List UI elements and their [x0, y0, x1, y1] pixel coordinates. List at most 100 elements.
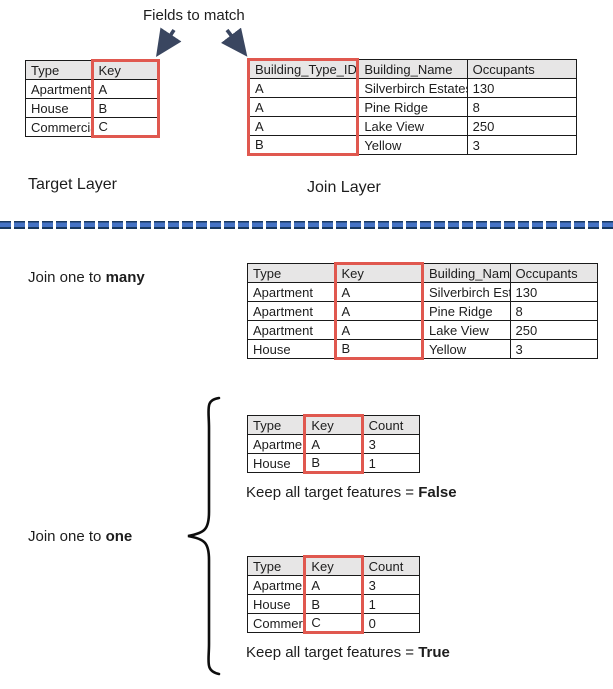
table-cell: A [303, 575, 364, 595]
table-cell: 8 [509, 301, 598, 321]
table-cell: 1 [361, 594, 421, 614]
table-cell: 250 [509, 320, 598, 340]
table-cell: 3 [466, 135, 578, 155]
table-cell: Commercial [246, 613, 306, 633]
column-header: Type [247, 263, 336, 283]
table-cell: A [246, 116, 360, 136]
keep-true-caption-value: True [418, 644, 450, 661]
table-cell: 250 [466, 116, 578, 136]
column-header: Count [361, 415, 421, 435]
table-cell: Silverbirch Estates [422, 282, 511, 302]
target-layer-table: TypeKeyApartmentAHouseBCommercialC [25, 59, 160, 138]
column-header: Occupants [466, 59, 578, 79]
keep-true-caption: Keep all target features = True [246, 644, 450, 661]
keep-true-caption-prefix: Keep all target features = [246, 644, 419, 661]
table-cell: C [90, 117, 160, 138]
column-header: Type [25, 60, 93, 80]
section-divider [0, 221, 613, 229]
table-cell: C [303, 613, 364, 634]
table-cell: House [246, 453, 306, 473]
column-header: Key [303, 555, 364, 576]
column-header: Occupants [509, 263, 598, 283]
table-cell: B [246, 135, 360, 156]
table-cell: 130 [466, 78, 578, 98]
table-row: ApartmentA3 [246, 434, 421, 454]
join-one-to-many-label-bold: many [105, 269, 145, 286]
curly-brace-icon [187, 396, 221, 676]
table-cell: A [333, 320, 424, 340]
column-header: Type [246, 415, 306, 435]
one-to-one-true-table: TypeKeyCountApartmentA3HouseB1Commercial… [246, 555, 421, 634]
table-cell: B [90, 98, 160, 118]
table-cell: Pine Ridge [357, 97, 468, 117]
table-cell: A [246, 97, 360, 117]
table-cell: 3 [361, 434, 421, 454]
one-to-one-false-table: TypeKeyCountApartmentA3HouseB1 [246, 414, 421, 474]
table-cell: House [25, 98, 93, 118]
table-cell: Commercial [25, 117, 93, 137]
table-cell: Lake View [422, 320, 511, 340]
join-one-to-one-label-prefix: Join one to [28, 528, 106, 545]
table-cell: Yellow [422, 339, 511, 359]
table-cell: A [90, 79, 160, 99]
table-cell: Apartment [247, 301, 336, 321]
keep-false-caption-value: False [418, 484, 457, 501]
column-header: Building_Name [422, 263, 511, 283]
table-cell: Pine Ridge [422, 301, 511, 321]
keep-false-caption: Keep all target features = False [246, 484, 457, 501]
table-cell: B [333, 339, 424, 360]
table-cell: 8 [466, 97, 578, 117]
join-one-to-many-label: Join one to many [28, 269, 145, 286]
table-cell: A [333, 282, 424, 302]
table-cell: B [303, 594, 364, 614]
column-header: Building_Type_ID [246, 58, 360, 79]
table-cell: 3 [361, 575, 421, 595]
table-cell: Apartment [25, 79, 93, 99]
keep-false-caption-prefix: Keep all target features = [246, 484, 419, 501]
column-header: Key [90, 59, 160, 80]
join-one-to-one-label: Join one to one [28, 528, 132, 545]
join-one-to-one-label-bold: one [105, 528, 133, 545]
column-header: Key [333, 262, 424, 283]
column-header: Building_Name [357, 59, 468, 79]
table-row: ApartmentA3 [246, 575, 421, 595]
table-cell: 0 [361, 613, 421, 633]
table-cell: B [303, 453, 364, 474]
table-row: CommercialC0 [246, 613, 421, 634]
table-cell: 130 [509, 282, 598, 302]
table-cell: A [303, 434, 364, 454]
table-cell: A [333, 301, 424, 321]
table-cell: Yellow [357, 135, 468, 155]
column-header: Type [246, 556, 306, 576]
table-cell: House [246, 594, 306, 614]
join-one-to-many-label-prefix: Join one to [28, 269, 106, 286]
table-cell: 3 [509, 339, 598, 359]
table-cell: Apartment [247, 320, 336, 340]
table-cell: 1 [361, 453, 421, 473]
target-layer-label: Target Layer [28, 176, 117, 193]
table-row: CommercialC [25, 117, 160, 138]
join-layer-label: Join Layer [307, 179, 381, 196]
table-cell: A [246, 78, 360, 98]
table-cell: Apartment [246, 434, 306, 454]
table-cell: House [247, 339, 336, 359]
